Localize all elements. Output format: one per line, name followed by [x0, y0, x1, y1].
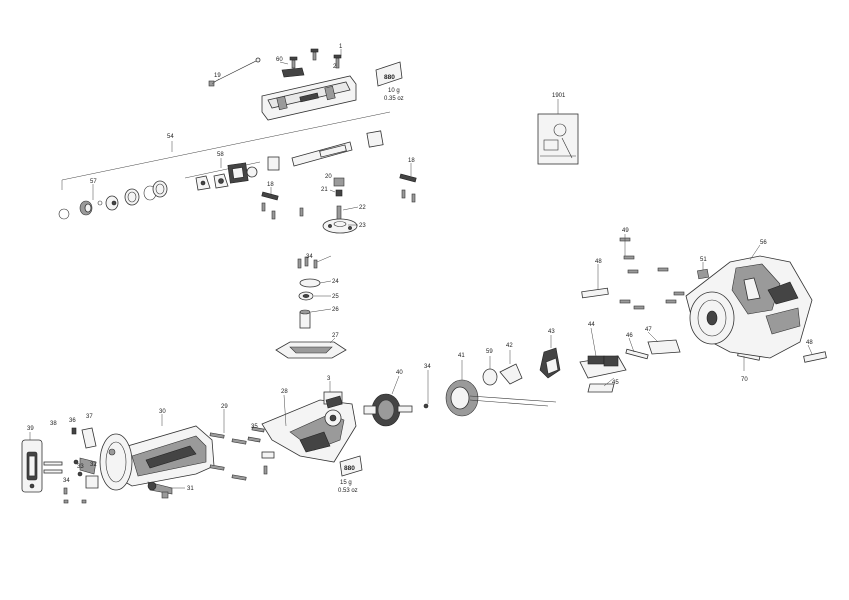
label-34c: 34: [63, 478, 70, 484]
label-plate-1901: [537, 113, 579, 165]
label-44: 44: [588, 322, 595, 328]
label-20: 20: [325, 174, 332, 180]
label-18: 18: [267, 182, 274, 188]
bearing-group: [275, 256, 347, 359]
armature-40: [363, 393, 429, 427]
label-70: 70: [741, 377, 748, 383]
label-24: 24: [332, 279, 339, 285]
motor-41: [445, 379, 557, 417]
cable-tie-part: [208, 57, 261, 87]
nut-disc-group: [322, 177, 358, 234]
label-58: 58: [217, 152, 224, 158]
label-39: 39: [27, 426, 34, 432]
svg-text:10 g: 10 g: [388, 88, 400, 94]
svg-text:880: 880: [344, 465, 355, 472]
label-34b: 34: [424, 364, 431, 370]
svg-text:0.35 oz: 0.35 oz: [384, 96, 404, 102]
label-1: 1: [339, 44, 343, 50]
label-60: 60: [276, 57, 283, 63]
label-43: 43: [548, 329, 555, 335]
label-1901: 1901: [552, 93, 566, 99]
gear-housing-30: [99, 425, 215, 491]
label-26: 26: [332, 307, 339, 313]
label-48: 48: [595, 259, 602, 265]
label-40: 40: [396, 370, 403, 376]
label-28: 28: [281, 389, 288, 395]
label-31: 31: [187, 486, 194, 492]
lock-bars-18: [261, 173, 417, 220]
label-42: 42: [506, 343, 513, 349]
gearbox-plate-28: [261, 391, 357, 463]
svg-text:15 g: 15 g: [340, 480, 352, 486]
part-labels: 1 2 3 18 18 19 20 21 22 23 24 25 26 27 2…: [27, 44, 813, 492]
lever-31: [147, 481, 173, 499]
label-18b: 18: [408, 158, 415, 164]
label-49: 49: [622, 228, 629, 234]
blade-clamp-parts: [43, 427, 99, 504]
label-19: 19: [214, 73, 221, 79]
label-45: 45: [612, 380, 619, 386]
leader-lines: [29, 49, 813, 489]
label-33: 33: [77, 464, 84, 470]
label-2: 2: [333, 64, 337, 70]
label-23: 23: [359, 223, 366, 229]
screws-29-35: [209, 426, 275, 481]
svg-text:0.53 oz: 0.53 oz: [338, 488, 358, 494]
clamp-stack-57: [58, 180, 168, 220]
label-32: 32: [90, 462, 97, 468]
label-27: 27: [332, 333, 339, 339]
label-30: 30: [159, 409, 166, 415]
label-59: 59: [486, 349, 493, 355]
label-56: 56: [760, 240, 767, 246]
label-41: 41: [458, 353, 465, 359]
label-57: 57: [90, 179, 97, 185]
label-54: 54: [167, 134, 174, 140]
label-21: 21: [321, 187, 328, 193]
shoe-39: [21, 439, 43, 493]
main-housing-56: [685, 255, 813, 359]
label-38: 38: [50, 421, 57, 427]
assembly-line-54: [61, 111, 391, 190]
label-34: 34: [306, 254, 313, 260]
connector-group: [482, 347, 561, 386]
label-25: 25: [332, 294, 339, 300]
switch-rod-46-47: [581, 268, 827, 363]
grease-symbol-bottom: 880 15 g 0.53 oz: [338, 455, 363, 494]
label-35: 35: [251, 424, 258, 430]
plunger-rod: [195, 130, 384, 191]
screws-49: [619, 237, 685, 310]
electronics-44: [579, 355, 627, 393]
label-3: 3: [327, 376, 331, 382]
label-29: 29: [221, 404, 228, 410]
grease-symbol-top: 880 10 g 0.35 oz: [375, 61, 404, 102]
guide-rail-assembly: [261, 48, 357, 121]
svg-text:880: 880: [384, 74, 395, 81]
label-36: 36: [69, 418, 76, 424]
label-48b: 48: [806, 340, 813, 346]
label-47: 47: [645, 327, 652, 333]
label-37: 37: [86, 414, 93, 420]
label-22: 22: [359, 205, 366, 211]
label-51: 51: [700, 257, 707, 263]
label-46: 46: [626, 333, 633, 339]
